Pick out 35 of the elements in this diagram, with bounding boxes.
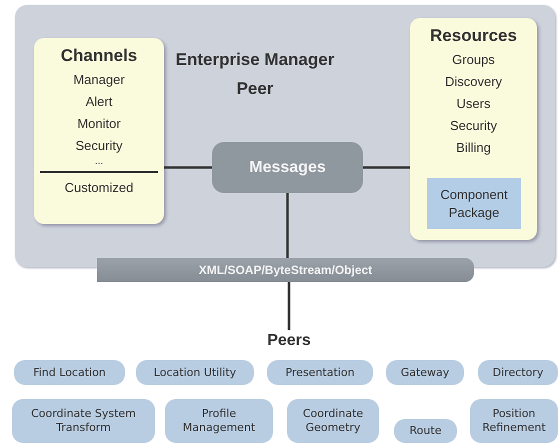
bus-bar: XML/SOAP/ByteStream/Object [97,258,474,282]
service-pill: Coordinate System Transform [12,399,155,443]
service-pill: Location Utility [136,360,254,385]
box-heading: Channels [60,46,138,66]
connector-line [288,282,290,330]
service-pill: Coordinate Geometry [287,399,379,443]
connector-line [363,166,410,169]
service-pill: Gateway [386,360,464,385]
section-heading: Peers [255,330,323,352]
connector-line [164,166,212,169]
list-item: Discovery [444,73,502,91]
group-box [34,38,164,224]
module-box: Component Package [427,178,521,229]
list-item: Groups [452,51,495,69]
service-pill: Directory [478,360,558,385]
list-item: Billing [456,139,491,157]
service-pill: Presentation [267,360,373,385]
container-panel [15,5,555,267]
service-pill: Profile Management [165,399,273,443]
box-heading: Resources [430,26,517,46]
list-item: ... [94,157,104,167]
list-item: Alert [86,93,112,111]
list-item: Users [456,95,490,113]
list-item: Manager [73,71,125,89]
list-item: Security [450,117,497,135]
list-item: Customized [40,171,158,199]
process-box: Messages [212,142,363,193]
service-pill: Position Refinement [470,399,558,443]
group-box [410,18,537,240]
service-pill: Find Location [14,360,125,385]
list-item: Monitor [77,115,121,133]
list-item: Security [76,137,122,155]
panel-title: Enterprise Manager Peer [174,49,336,100]
connector-line [286,193,289,258]
service-pill: Route [394,419,457,443]
